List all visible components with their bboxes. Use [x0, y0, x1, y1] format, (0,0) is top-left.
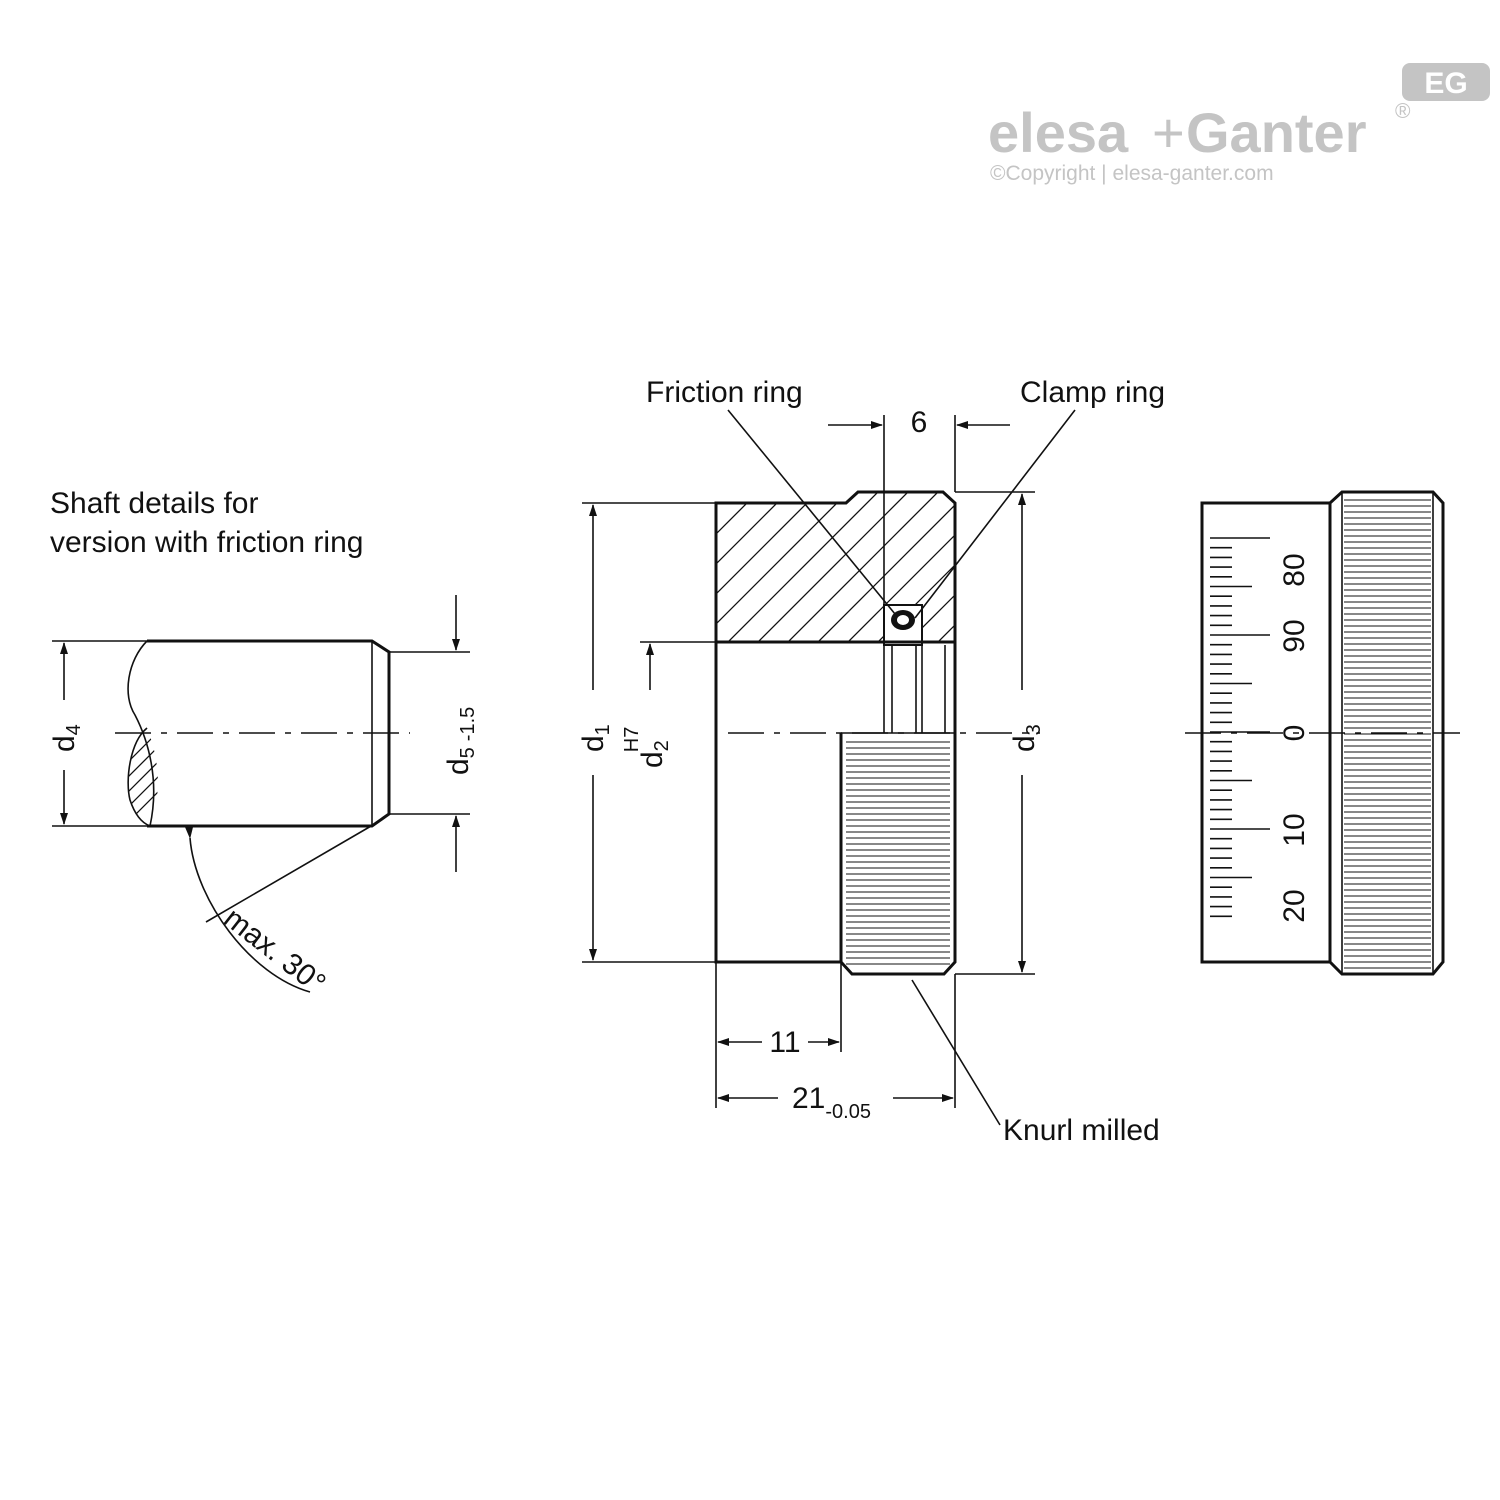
friction-ring-label: Friction ring [646, 376, 803, 409]
shaft-detail-view: Shaft details for version with friction … [48, 487, 479, 1001]
shaft-details-title-line1: Shaft details for [50, 487, 258, 520]
dim21-label: 21-0.05 [792, 1082, 871, 1123]
clamp-ring-leader [914, 409, 1076, 619]
friction-ring-leader [727, 409, 896, 615]
brand-elesa: elesa [988, 101, 1129, 164]
side-view-scale: 80 90 0 10 20 [1185, 490, 1460, 976]
section-view: d1 d2H7 d3 6 11 21-0.05 Friction ring Cl… [577, 376, 1165, 1147]
d3-label: d3 [1008, 724, 1045, 752]
scale-number-20: 20 [1278, 889, 1311, 922]
knob-outline [714, 490, 957, 976]
scale-numbers: 80 90 0 10 20 [1278, 553, 1311, 922]
dim6-label: 6 [911, 406, 928, 439]
eg-badge-text: EG [1424, 67, 1467, 100]
scale-ticks [1210, 537, 1270, 918]
eg-badge-icon [1402, 63, 1490, 101]
shaft-details-title-line2: version with friction ring [50, 526, 363, 559]
clamp-ring-label: Clamp ring [1020, 376, 1165, 409]
scale-number-90: 90 [1278, 619, 1311, 652]
d4-label: d4 [48, 724, 85, 752]
brand-copyright: ©Copyright | elesa-ganter.com [990, 162, 1274, 185]
shaft-break-line [127, 640, 155, 827]
max-angle-label: max. 30° [218, 902, 332, 1001]
knurl-pattern [846, 741, 950, 965]
scale-body-outline [1200, 490, 1445, 976]
scale-number-80: 80 [1278, 553, 1311, 586]
elesa-ganter-logo: EG elesa + Ganter ® ©Copyright | elesa-g… [988, 63, 1490, 185]
d5-label: d5-1.5 [442, 707, 479, 775]
brand-ganter: Ganter [1186, 101, 1367, 164]
d2-label: d2H7 [621, 727, 673, 768]
knurl-milled-leader [911, 979, 1001, 1126]
brand-plus: + [1152, 101, 1185, 164]
chamfer-angle-leader [205, 821, 379, 923]
scale-number-10: 10 [1278, 813, 1311, 846]
brand-registered: ® [1395, 100, 1411, 123]
section-hatch [716, 492, 955, 642]
dim11-label: 11 [769, 1026, 800, 1059]
scale-knurl-pattern [1344, 499, 1431, 969]
knurl-milled-label: Knurl milled [1003, 1114, 1160, 1147]
d1-label: d1 [577, 724, 614, 752]
shaft-break-cut [127, 727, 151, 827]
angle-arc [185, 826, 311, 993]
